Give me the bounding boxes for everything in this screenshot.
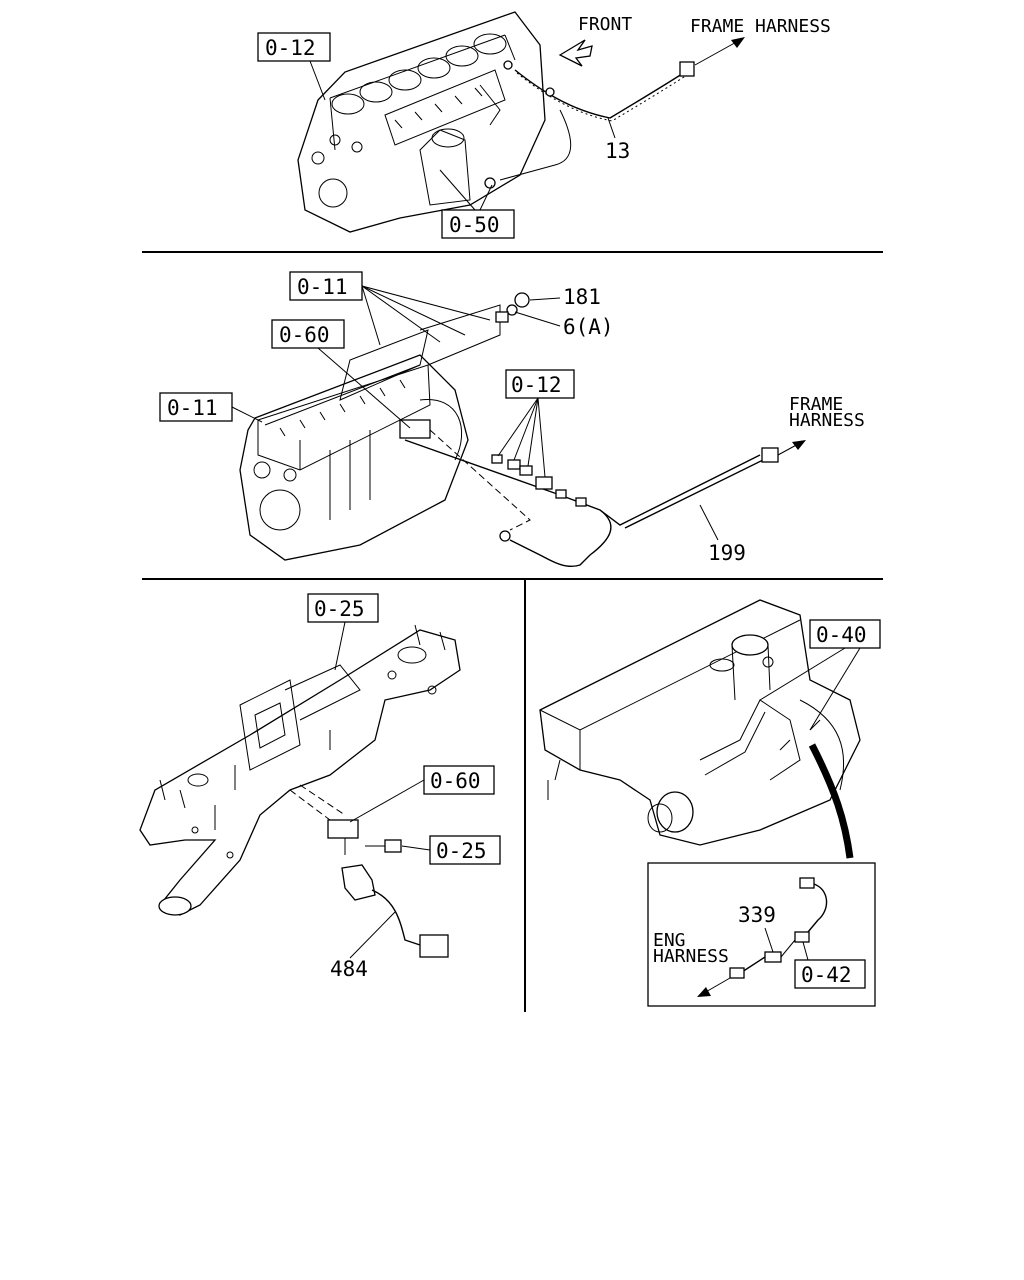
leader-0-11-left (231, 406, 263, 423)
part-484-label: 484 (330, 957, 368, 981)
detail-callout-pointer (808, 743, 854, 859)
leader-339 (764, 927, 774, 953)
ref-box-0-25-top (307, 593, 379, 623)
ref-0-12-label: 0-12 (265, 36, 316, 60)
eng-label: ENG (653, 930, 686, 951)
engine-illustration-panel2 (239, 304, 501, 561)
leader-0-11-d (361, 285, 491, 321)
parts-181-6a (495, 292, 530, 323)
eng-harness-arrow-head (697, 987, 711, 997)
leader-0-40-b (809, 647, 861, 731)
direction-arrows (558, 37, 745, 67)
panel-2: 0-11 0-60 0-11 0-12 181 6(A) FRAME HARNE… (159, 271, 865, 567)
leader-6a (514, 311, 561, 327)
ref-0-25-bolt-label: 0-25 (436, 839, 487, 863)
leader-0-50-a (439, 169, 476, 211)
leader-0-42 (802, 941, 809, 961)
part-339-label: 339 (738, 903, 776, 927)
ref-box-0-25-bolt (429, 835, 501, 865)
frame-label: FRAME (789, 394, 843, 415)
ref-box-0-12-panel2 (505, 369, 575, 399)
eng-harness-arrow-line (703, 977, 731, 994)
frame-harness-label: FRAME HARNESS (690, 16, 831, 37)
leader-0-60-panel2 (317, 347, 411, 429)
harness-199 (404, 429, 806, 567)
leader-0-40-a (759, 647, 846, 701)
ref-0-12-panel2-label: 0-12 (511, 373, 562, 397)
engine-illustration-panel4 (539, 599, 861, 846)
leader-0-11-b (361, 285, 441, 343)
leader-0-12 (309, 60, 326, 101)
leader-0-25-top (334, 621, 346, 671)
part-181-label: 181 (563, 285, 601, 309)
ref-box-0-60-panel3 (423, 765, 495, 795)
part-6a-label: 6(A) (563, 315, 614, 339)
leader-13 (607, 117, 616, 139)
leader-0-60-panel3 (349, 779, 425, 823)
leader-0-12-panel2-c (527, 397, 539, 467)
front-label: FRONT (578, 14, 632, 35)
panel-4: 0-40 339 ENG HARNESS 0-42 (539, 599, 881, 1007)
sensor-484-assembly (289, 784, 449, 958)
leader-0-25-bolt (401, 845, 431, 851)
leader-199 (699, 504, 719, 541)
panel-1: 0-12 0-50 FRONT FRAME HARNESS 13 (257, 11, 831, 239)
part-199-label: 199 (708, 541, 746, 565)
ref-0-60-label: 0-60 (279, 323, 330, 347)
ref-box-0-12-panel1 (257, 32, 331, 62)
ref-box-0-60-panel2 (271, 319, 345, 349)
frame-harness-arrow-line (694, 39, 741, 66)
harness-label-panel2: HARNESS (789, 410, 865, 431)
leader-0-50-b (479, 184, 493, 211)
leader-181 (529, 297, 561, 301)
leader-484 (349, 911, 396, 959)
inset-sensor-illustration (697, 877, 828, 997)
leader-0-12-panel2-d (537, 397, 546, 478)
frame-harness-arrow-head-2 (792, 440, 806, 450)
engine-block-illustration (297, 11, 546, 233)
part-13-label: 13 (605, 139, 630, 163)
ref-0-11-left-label: 0-11 (167, 396, 218, 420)
ref-0-60-panel3-label: 0-60 (430, 769, 481, 793)
ref-box-0-50 (441, 209, 515, 239)
sensor-harness-13 (484, 60, 695, 189)
ref-0-11-top-label: 0-11 (297, 275, 348, 299)
leader-0-12-panel2-a (497, 397, 539, 457)
ref-0-40-label: 0-40 (816, 623, 867, 647)
frame-harness-arrow-head (731, 37, 745, 48)
ref-0-50-label: 0-50 (449, 213, 500, 237)
harness-label-panel4: HARNESS (653, 946, 729, 967)
panel-3: 0-25 0-60 0-25 484 (139, 593, 501, 981)
ref-0-42-label: 0-42 (801, 963, 852, 987)
leader-0-11-c (361, 285, 466, 336)
intake-manifold-illustration (139, 624, 461, 916)
leader-0-12-panel2-b (513, 397, 539, 461)
ref-box-0-42 (794, 959, 866, 989)
ref-0-25-top-label: 0-25 (314, 597, 365, 621)
leader-0-11-a (361, 285, 381, 346)
